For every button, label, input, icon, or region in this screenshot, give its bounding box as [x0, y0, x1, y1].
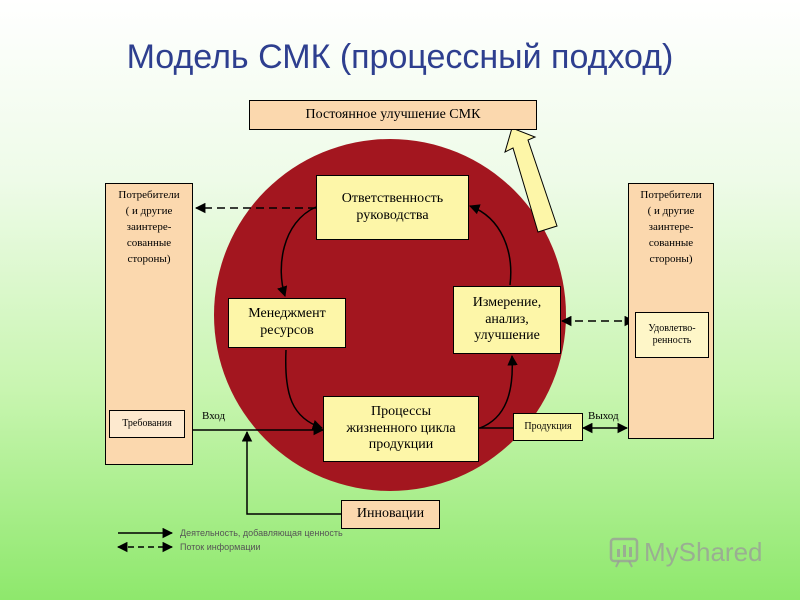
requirements-box: Требования — [109, 410, 185, 438]
arrow-responsibility-to-resources — [277, 206, 317, 297]
myshared-logo-icon — [609, 537, 639, 568]
innovations-box: Инновации — [341, 500, 440, 529]
continuous-improvement-box: Постоянное улучшение СМК — [249, 100, 537, 130]
legend-info-flow-label: Поток информации — [180, 542, 261, 552]
slide-title: Модель СМК (процессный подход) — [126, 38, 674, 76]
lifecycle-processes-box: Процессы жизненного цикла продукции — [323, 396, 479, 462]
legend-value-added-label: Деятельность, добавляющая ценность — [180, 528, 343, 538]
arrow-resources-to-lifecycle — [284, 349, 323, 430]
management-responsibility-box: Ответственность руководства — [316, 175, 469, 240]
customers-right-panel: Потребители ( и другие заинтере- сованны… — [628, 183, 714, 439]
myshared-logo-text: MyShared — [644, 536, 763, 567]
customers-left-label: Потребители ( и другие заинтере- сованны… — [118, 189, 180, 265]
input-label: Вход — [202, 410, 226, 422]
output-label: Выход — [588, 410, 619, 422]
satisfaction-box: Удовлетво- ренность — [635, 312, 709, 358]
customers-right-label: Потребители ( и другие заинтере- сованны… — [640, 189, 702, 265]
innovation-feedback-arrow — [241, 430, 341, 515]
arrow-measurement-to-responsibility — [469, 204, 512, 286]
arrow-lifecycle-to-measurement — [479, 354, 518, 429]
product-box: Продукция — [513, 413, 583, 441]
improvement-arrow — [504, 127, 558, 233]
measurement-analysis-box: Измерение, анализ, улучшение — [453, 286, 561, 354]
myshared-logo: MyShared — [608, 536, 763, 568]
resource-management-box: Менеджмент ресурсов — [228, 298, 346, 348]
